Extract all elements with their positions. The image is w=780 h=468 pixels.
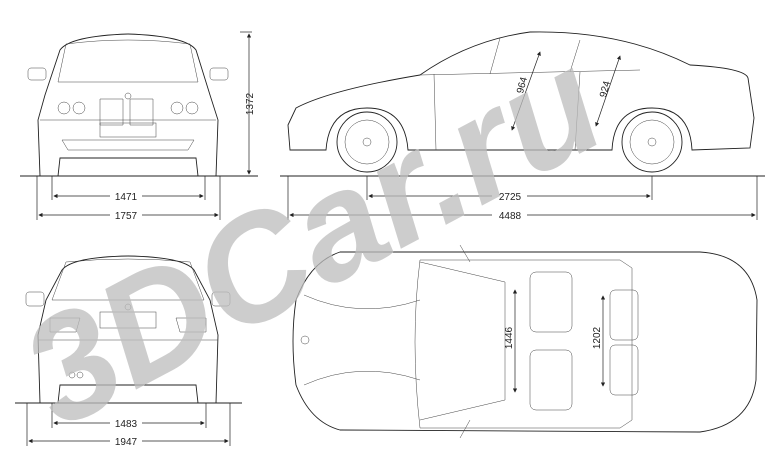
- width-label: 1757: [115, 211, 138, 222]
- lower-grille: [61, 139, 195, 151]
- watermark: 3DCar.ru: [0, 16, 627, 458]
- front-left-seat: [529, 271, 573, 333]
- side-view: 964 924 2725 4488: [280, 31, 765, 222]
- rear-track-label: 1483: [115, 419, 138, 430]
- height-label: 1372: [245, 92, 256, 115]
- rear-right-seat: [609, 344, 639, 396]
- cabin-opening: [414, 259, 633, 429]
- top-view: 1446 1202: [292, 244, 758, 439]
- license-plate: [99, 311, 157, 329]
- rear-headroom-label: 924: [598, 79, 613, 98]
- front-right-seat: [529, 349, 573, 411]
- open-door: [433, 71, 581, 151]
- right-mirror: [209, 67, 229, 81]
- front-track-label: 1471: [115, 192, 138, 203]
- logo-icon: [300, 335, 310, 345]
- logo-icon: [124, 92, 132, 100]
- mirror-width-label: 1947: [115, 437, 138, 448]
- rear-shoulder-label: 1202: [592, 326, 603, 349]
- left-mirror: [25, 291, 45, 307]
- rear-left-seat: [609, 289, 639, 341]
- left-mirror: [27, 67, 47, 81]
- front-shoulder-label: 1446: [504, 326, 515, 349]
- rear-view: 1483 1947: [15, 255, 242, 448]
- kidney-grille: [99, 98, 154, 126]
- logo-icon: [124, 303, 132, 311]
- right-mirror: [211, 291, 231, 307]
- front-view: 1372 1471 1757: [20, 31, 258, 222]
- length-label: 4488: [499, 211, 522, 222]
- front-wheel: [336, 111, 398, 173]
- wheelbase-label: 2725: [499, 192, 522, 203]
- windshield-frame: [419, 261, 506, 421]
- tail-lights: [49, 317, 207, 333]
- rear-wheel: [621, 111, 683, 173]
- front-headroom-label: 964: [515, 75, 530, 94]
